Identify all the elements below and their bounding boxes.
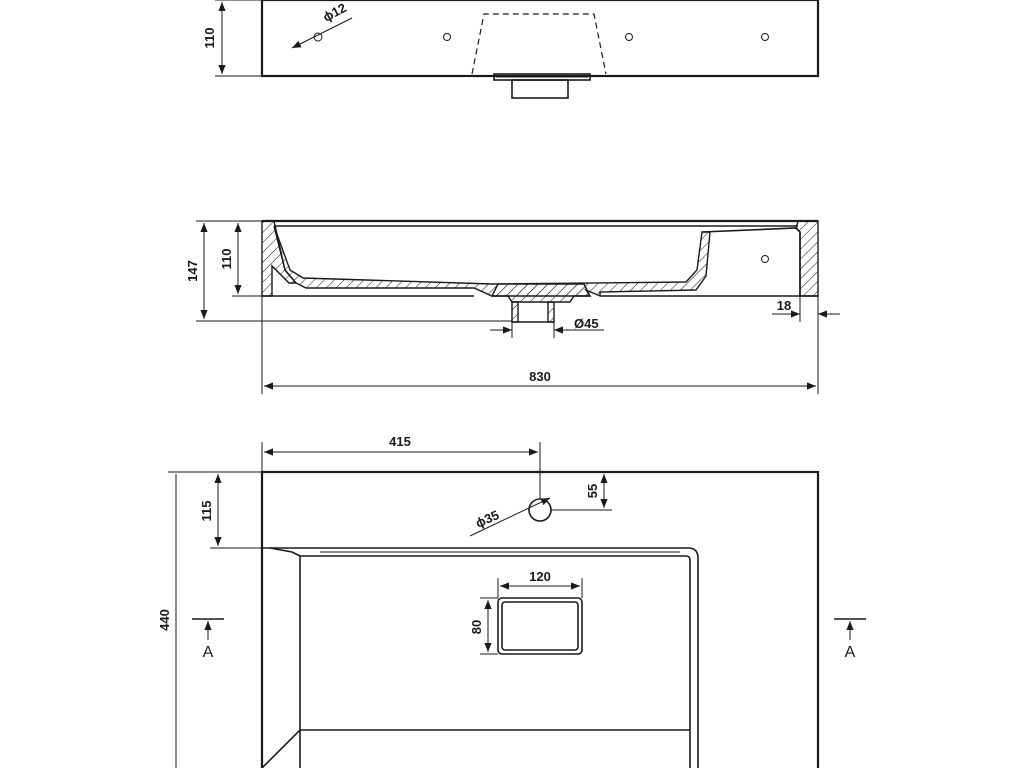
section-view: 147 110 Ø45 18 830	[185, 219, 840, 394]
section-marker-right: A	[834, 618, 866, 661]
front-height-label: 110	[202, 28, 217, 49]
plan-view: ϕ35 415 55 115 440 120 80 A	[157, 434, 866, 768]
tap-hole-leader	[469, 497, 551, 537]
section-total-height-label: 147	[185, 260, 200, 282]
tap-edge-label: 55	[585, 484, 600, 498]
basin-edge-label: 115	[199, 501, 214, 522]
overflow-hole-left	[443, 33, 451, 41]
overflow-hole-right	[761, 33, 769, 41]
section-drain-pipe-right	[547, 301, 555, 323]
total-width-label: 830	[529, 369, 551, 384]
depth-label: 440	[157, 609, 172, 631]
tap-offset-label: 415	[389, 434, 411, 449]
plan-basin-outer	[262, 547, 699, 768]
section-left-wall	[261, 220, 298, 297]
wall-thickness-label: 18	[777, 298, 791, 313]
section-drain-flange	[490, 283, 592, 303]
section-marker-right-label: A	[845, 644, 856, 661]
drain-width-label: 120	[529, 569, 551, 584]
plan-drain-inner	[501, 601, 579, 651]
overflow-hole-mid	[625, 33, 633, 41]
front-view-outline	[260, 0, 820, 78]
drain-height-label: 80	[469, 620, 484, 634]
plan-basin-corner-lower	[261, 729, 690, 768]
drain-diameter-label: Ø45	[574, 316, 599, 331]
section-marker-left: A	[192, 618, 224, 661]
hole-diameter-label: ϕ12	[320, 0, 348, 25]
tap-hole-diameter-label: ϕ35	[473, 507, 501, 531]
plan-drain-outer	[497, 597, 583, 655]
section-marker-left-label: A	[203, 644, 214, 661]
section-drain-pipe-left	[511, 301, 519, 323]
small-hole	[313, 32, 323, 42]
plan-basin-inner	[300, 555, 691, 768]
section-pocket	[701, 227, 801, 296]
plan-outline	[260, 470, 820, 768]
plan-basin-corner	[269, 547, 301, 557]
section-overflow-hole	[761, 255, 769, 263]
front-view-hidden-bowl	[471, 13, 607, 75]
front-drain-pipe	[511, 79, 569, 99]
section-basin-floor	[273, 225, 711, 298]
hole-leader	[291, 17, 353, 49]
section-basin-height-label: 110	[219, 249, 234, 270]
front-view: ϕ12 110	[202, 0, 820, 99]
